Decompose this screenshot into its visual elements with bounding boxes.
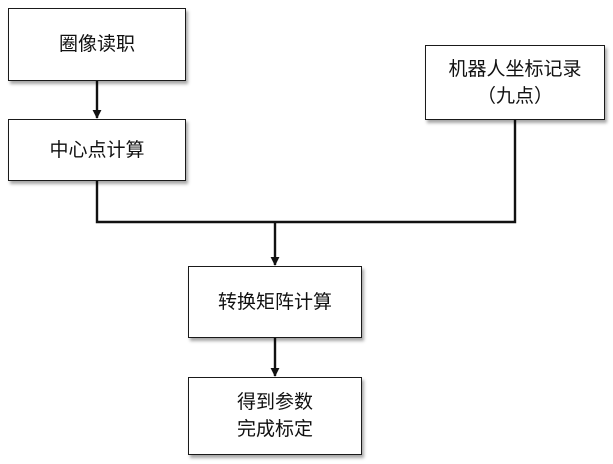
node-image-read-label: 圈像读职 xyxy=(58,33,135,55)
node-center-calc: 中心点计算 xyxy=(8,119,186,181)
node-image-read: 圈像读职 xyxy=(8,8,186,81)
connector-center-calc-to-merge xyxy=(95,181,275,224)
node-center-calc-label: 中心点计算 xyxy=(49,138,145,161)
node-robot-record: 机器人坐标记录 （九点） xyxy=(425,45,605,120)
connector-robot-record-to-merge xyxy=(275,120,517,224)
node-robot-record-label-line-2: （九点） xyxy=(476,84,553,107)
node-robot-record-label-line-1: 机器人坐标记录 xyxy=(448,57,582,80)
node-matrix-calc-label: 转换矩阵计算 xyxy=(217,290,332,313)
node-result-label-line-1: 得到参数 xyxy=(236,391,313,413)
node-matrix-calc: 转换矩阵计算 xyxy=(188,266,362,338)
node-result-label-line-2: 完成标定 xyxy=(236,418,313,440)
node-result: 得到参数 完成标定 xyxy=(188,377,362,455)
